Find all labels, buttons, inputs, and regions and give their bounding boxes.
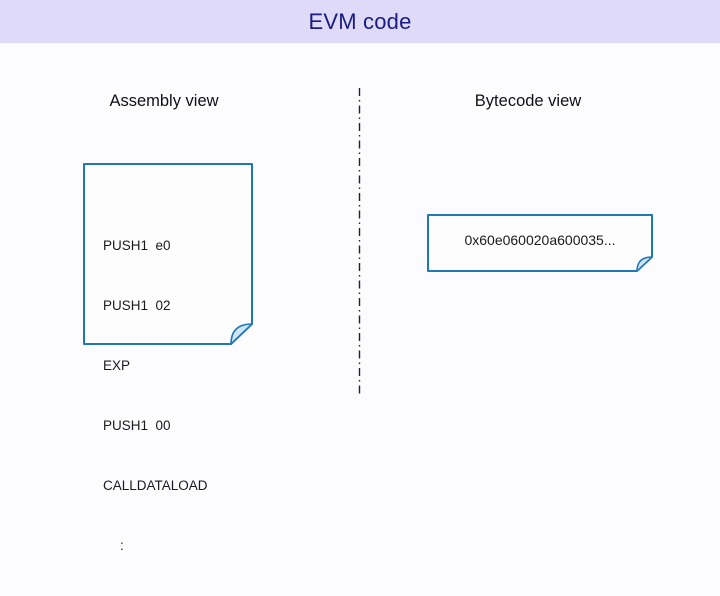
evm-code-diagram: EVM code Assembly view Bytecode view PUS…	[0, 0, 720, 553]
dash-dot-divider	[358, 88, 361, 397]
assembly-code-line: EXP	[103, 358, 131, 373]
assembly-code-lines: PUSH1 e0 PUSH1 02 EXP PUSH1 00 CALLDATAL…	[103, 196, 208, 596]
assembly-note-box: PUSH1 e0 PUSH1 02 EXP PUSH1 00 CALLDATAL…	[83, 163, 253, 553]
assembly-code-line: PUSH1 02	[103, 298, 171, 313]
title-banner: EVM code	[0, 0, 720, 43]
folded-corner	[636, 256, 653, 272]
bytecode-view-heading: Bytecode view	[474, 92, 582, 110]
assembly-code-continuation: :	[120, 538, 124, 553]
assembly-code-line: CALLDATALOAD	[103, 478, 208, 493]
bytecode-note-box: 0x60e060020a600035...	[427, 214, 653, 272]
assembly-code-line: PUSH1 e0	[103, 238, 171, 253]
assembly-code-line: PUSH1 00	[103, 418, 171, 433]
folded-corner	[230, 323, 253, 345]
assembly-view-heading: Assembly view	[109, 92, 219, 110]
page-title: EVM code	[308, 8, 412, 34]
note-shape	[427, 214, 653, 272]
note-shape	[83, 163, 253, 345]
bytecode-value: 0x60e060020a600035...	[464, 232, 616, 248]
